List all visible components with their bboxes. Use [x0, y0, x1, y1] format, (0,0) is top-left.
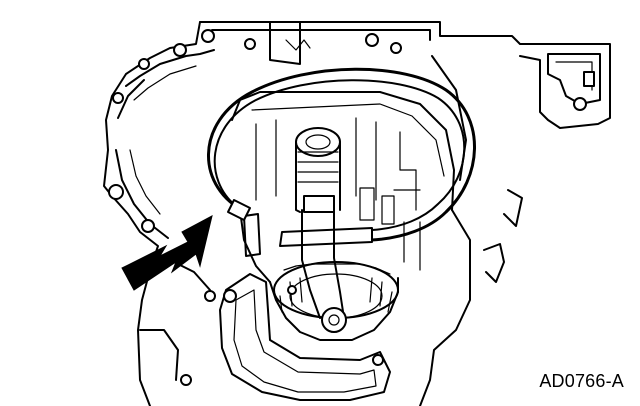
transmission-case: [103, 21, 611, 406]
figure-code: AD0766-A: [539, 371, 624, 391]
pan-flange: [219, 273, 391, 401]
input-shaft: [295, 127, 345, 319]
inner-housing: [231, 91, 455, 283]
case-right-details: [419, 53, 601, 406]
gear-pack: [269, 261, 399, 341]
pointer-arrow-icon: [121, 215, 213, 291]
